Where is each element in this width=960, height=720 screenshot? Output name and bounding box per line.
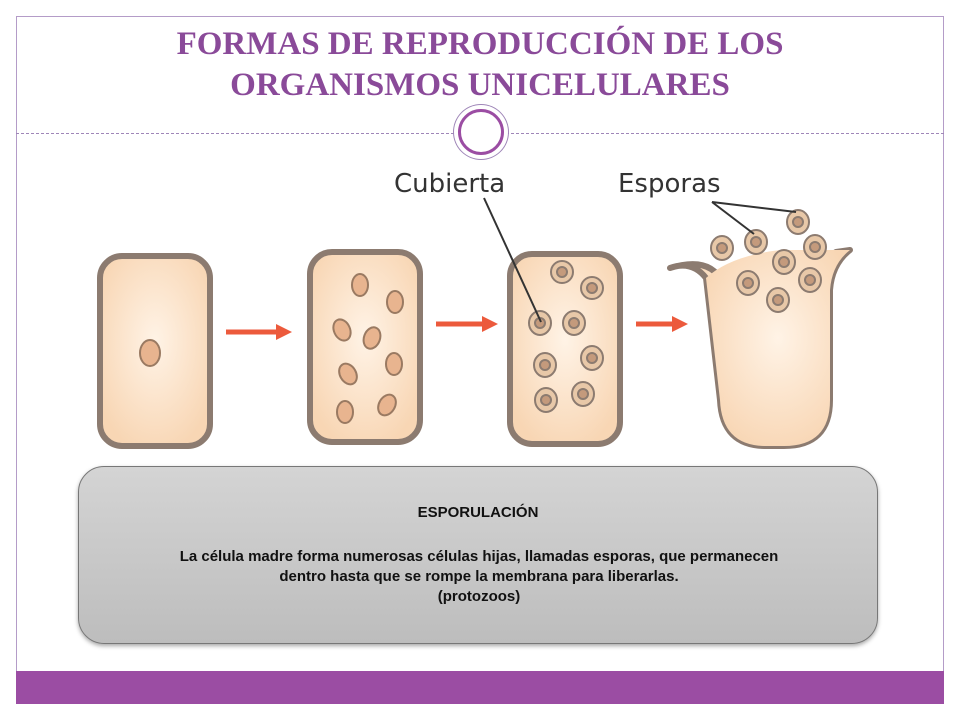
- caption-body-line-2: dentro hasta que se rompe la membrana pa…: [279, 568, 679, 585]
- esporas-pointer-1: [711, 201, 797, 213]
- caption-body-line-1: La célula madre forma numerosas células …: [179, 548, 779, 565]
- footer-bar: [16, 671, 944, 704]
- slide-title-line-2: ORGANISMOS UNICELULARES: [230, 67, 730, 103]
- sporulation-diagram: Cubierta Esporas: [97, 169, 853, 449]
- divider-circle-ornament: [458, 109, 504, 155]
- label-esporas: Esporas: [618, 169, 721, 199]
- caption-box: ESPORULACIÓN La célula madre forma numer…: [78, 466, 878, 644]
- arrow-3: [636, 316, 688, 332]
- slide-title-line-1: FORMAS DE REPRODUCCIÓN DE LOS: [176, 26, 784, 62]
- slide-title: FORMAS DE REPRODUCCIÓN DE LOS ORGANISMOS…: [16, 24, 944, 106]
- cell-stage-1: [97, 253, 213, 449]
- cell-stage-3: [483, 197, 623, 447]
- nucleus: [139, 339, 161, 367]
- caption-heading: ESPORULACIÓN: [417, 504, 539, 521]
- esporas-pointer-2: [711, 201, 755, 235]
- cubierta-pointer: [483, 197, 542, 323]
- label-cubierta: Cubierta: [394, 169, 505, 199]
- arrow-1: [226, 324, 292, 340]
- cell-stage-2: [307, 249, 423, 445]
- caption-body: La célula madre forma numerosas células …: [99, 547, 859, 607]
- arrow-2: [436, 316, 498, 332]
- cell-stage-4: [667, 201, 853, 449]
- caption-body-line-3: (protozoos): [437, 588, 521, 605]
